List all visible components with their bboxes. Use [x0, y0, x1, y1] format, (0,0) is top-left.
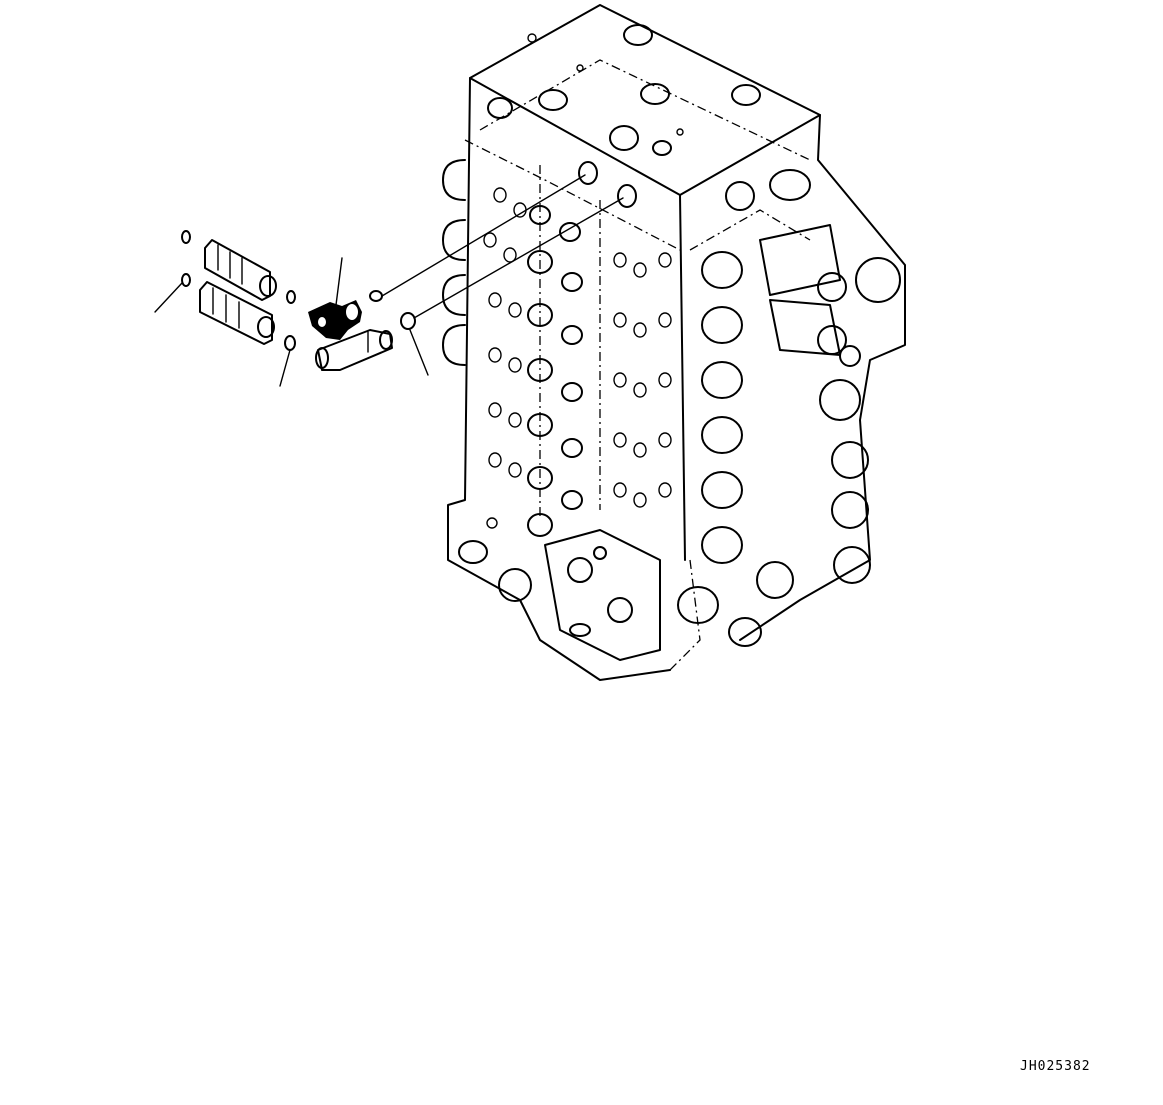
bottom-flange — [458, 517, 661, 661]
straight-adapter — [315, 329, 393, 371]
assembly-line-2 — [413, 197, 624, 319]
leader-line-2 — [335, 257, 343, 306]
right-lower-ports — [677, 379, 871, 647]
assembly-line-1 — [381, 174, 586, 297]
left-edge-plugs — [442, 159, 466, 366]
o-ring-small-2 — [181, 273, 191, 287]
leader-line-1 — [154, 282, 183, 313]
control-valve-body — [442, 4, 906, 681]
drawing-id-label: JH025382 — [1020, 1059, 1091, 1074]
solenoid-valves — [759, 169, 901, 367]
o-ring-large — [400, 312, 416, 330]
elbow-fitting — [308, 300, 362, 340]
o-ring-small-1 — [181, 230, 191, 244]
o-ring-small-4 — [284, 335, 296, 351]
relief-valve-cartridge-upper — [204, 239, 277, 301]
center-column-fittings — [527, 205, 583, 537]
left-face-ports — [483, 161, 672, 508]
leader-line-4 — [409, 329, 429, 376]
leader-line-3 — [279, 349, 291, 387]
o-ring-small-3 — [286, 290, 296, 304]
relief-valve-cartridge-lower — [199, 281, 275, 345]
o-ring-medium — [369, 290, 383, 302]
exploded-parts — [154, 174, 624, 387]
right-face-plugs — [701, 181, 755, 564]
